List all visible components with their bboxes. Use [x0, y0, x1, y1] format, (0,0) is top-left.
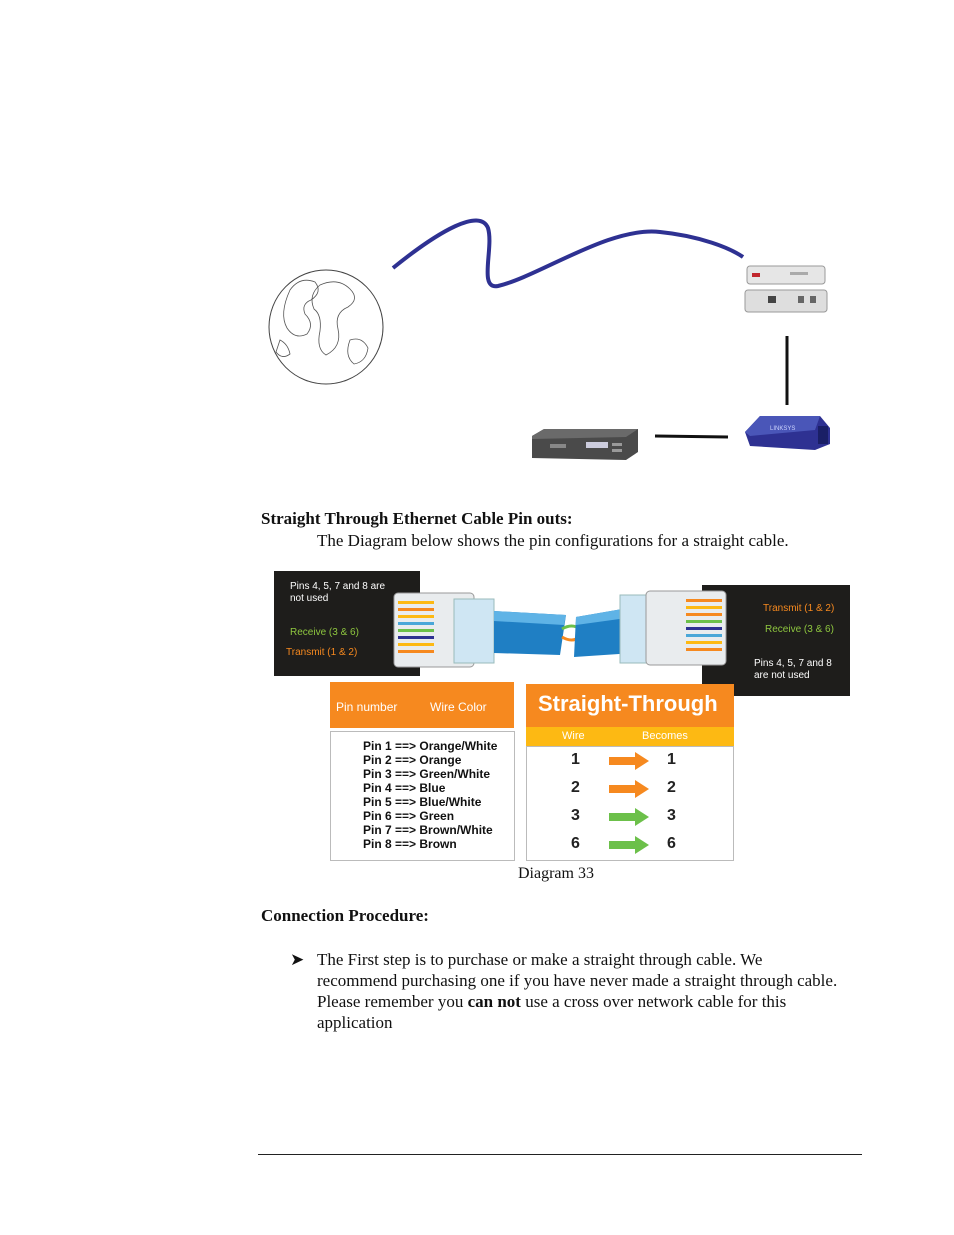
globe-icon	[268, 269, 384, 385]
dvr-icon	[532, 429, 638, 460]
pin-row-3: Pin 3 ==> Green/White	[363, 767, 491, 781]
becomes-number: 1	[667, 751, 676, 768]
pin-number-header: Pin number	[336, 700, 398, 714]
pin-row-8: Pin 8 ==> Brown	[363, 837, 457, 851]
procedure-step-1: The First step is to purchase or make a …	[317, 949, 845, 1033]
pin-row-7: Pin 7 ==> Brown/White	[363, 823, 493, 837]
straight-through-subheader: Wire Becomes	[526, 727, 734, 746]
cable-connector-art	[393, 590, 727, 668]
right-note: Pins 4, 5, 7 and 8 are not used	[754, 658, 832, 681]
right-arrow-icon	[609, 780, 649, 798]
straight-through-header: Straight-Through	[526, 684, 734, 727]
step-text-end: use a cross over network cable for this …	[317, 992, 787, 1032]
right-connector-panel	[702, 585, 850, 696]
left-note: Pins 4, 5, 7 and 8 are not used	[290, 581, 386, 604]
right-arrow-icon	[609, 808, 649, 826]
bullet-marker-icon: ➤	[290, 950, 305, 969]
pinouts-heading: Straight Through Ethernet Cable Pin outs…	[261, 509, 573, 528]
right-receive-label: Receive (3 & 6)	[765, 624, 834, 635]
pin-table-header: Pin number Wire Color	[330, 682, 514, 728]
svg-text:LINKSYS: LINKSYS	[770, 426, 795, 432]
network-diagram: LINKSYS	[268, 218, 830, 460]
wire-number: 6	[571, 835, 580, 852]
pin-row-5: Pin 5 ==> Blue/White	[363, 795, 482, 809]
footer-rule	[258, 1154, 862, 1155]
modem-icon	[744, 265, 828, 313]
straight-through-body: 1 1 2 2 3 3 6 6	[526, 746, 734, 861]
step-text-emphasis: can not	[467, 992, 521, 1011]
pinout-figure: Pins 4, 5, 7 and 8 are not used Receive …	[274, 571, 850, 861]
pin-table-body: Pin 1 ==> Orange/White Pin 2 ==> Orange …	[330, 731, 515, 861]
procedure-heading: Connection Procedure:	[261, 906, 429, 925]
internet-cable	[391, 218, 745, 289]
wire-column-header: Wire	[562, 730, 585, 742]
left-transmit-label: Transmit (1 & 2)	[286, 647, 358, 658]
router-icon: LINKSYS	[745, 416, 830, 450]
left-wire-pins	[398, 601, 434, 653]
step-text-start: The First step is to purchase or make a …	[317, 950, 838, 1011]
router-dvr-cable	[654, 434, 729, 439]
right-arrow-icon	[609, 752, 649, 770]
figure-caption: Diagram 33	[518, 865, 594, 882]
pin-row-1: Pin 1 ==> Orange/White	[363, 739, 498, 753]
becomes-number: 2	[667, 779, 676, 796]
pin-row-6: Pin 6 ==> Green	[363, 809, 455, 823]
left-receive-label: Receive (3 & 6)	[290, 627, 359, 638]
becomes-number: 6	[667, 835, 676, 852]
becomes-column-header: Becomes	[642, 730, 688, 742]
wire-number: 3	[571, 807, 580, 824]
pin-row-4: Pin 4 ==> Blue	[363, 781, 446, 795]
right-wire-pins	[686, 599, 722, 651]
wire-color-header: Wire Color	[430, 700, 487, 714]
pin-row-2: Pin 2 ==> Orange	[363, 753, 462, 767]
becomes-number: 3	[667, 807, 676, 824]
right-transmit-label: Transmit (1 & 2)	[763, 603, 835, 614]
pinouts-description: The Diagram below shows the pin configur…	[317, 531, 789, 550]
wire-number: 2	[571, 779, 580, 796]
right-arrow-icon	[609, 836, 649, 854]
straight-through-title: Straight-Through	[538, 691, 718, 716]
wire-number: 1	[571, 751, 580, 768]
